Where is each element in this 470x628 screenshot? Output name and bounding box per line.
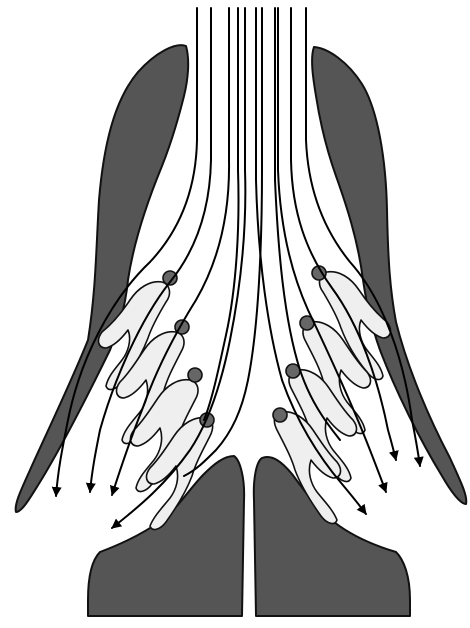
right-ball-4 — [273, 408, 287, 422]
flow-line-l5 — [204, 8, 239, 420]
left-ball-3 — [188, 368, 202, 382]
bottom-right-block — [254, 457, 410, 616]
flow-line-c1 — [184, 8, 262, 476]
